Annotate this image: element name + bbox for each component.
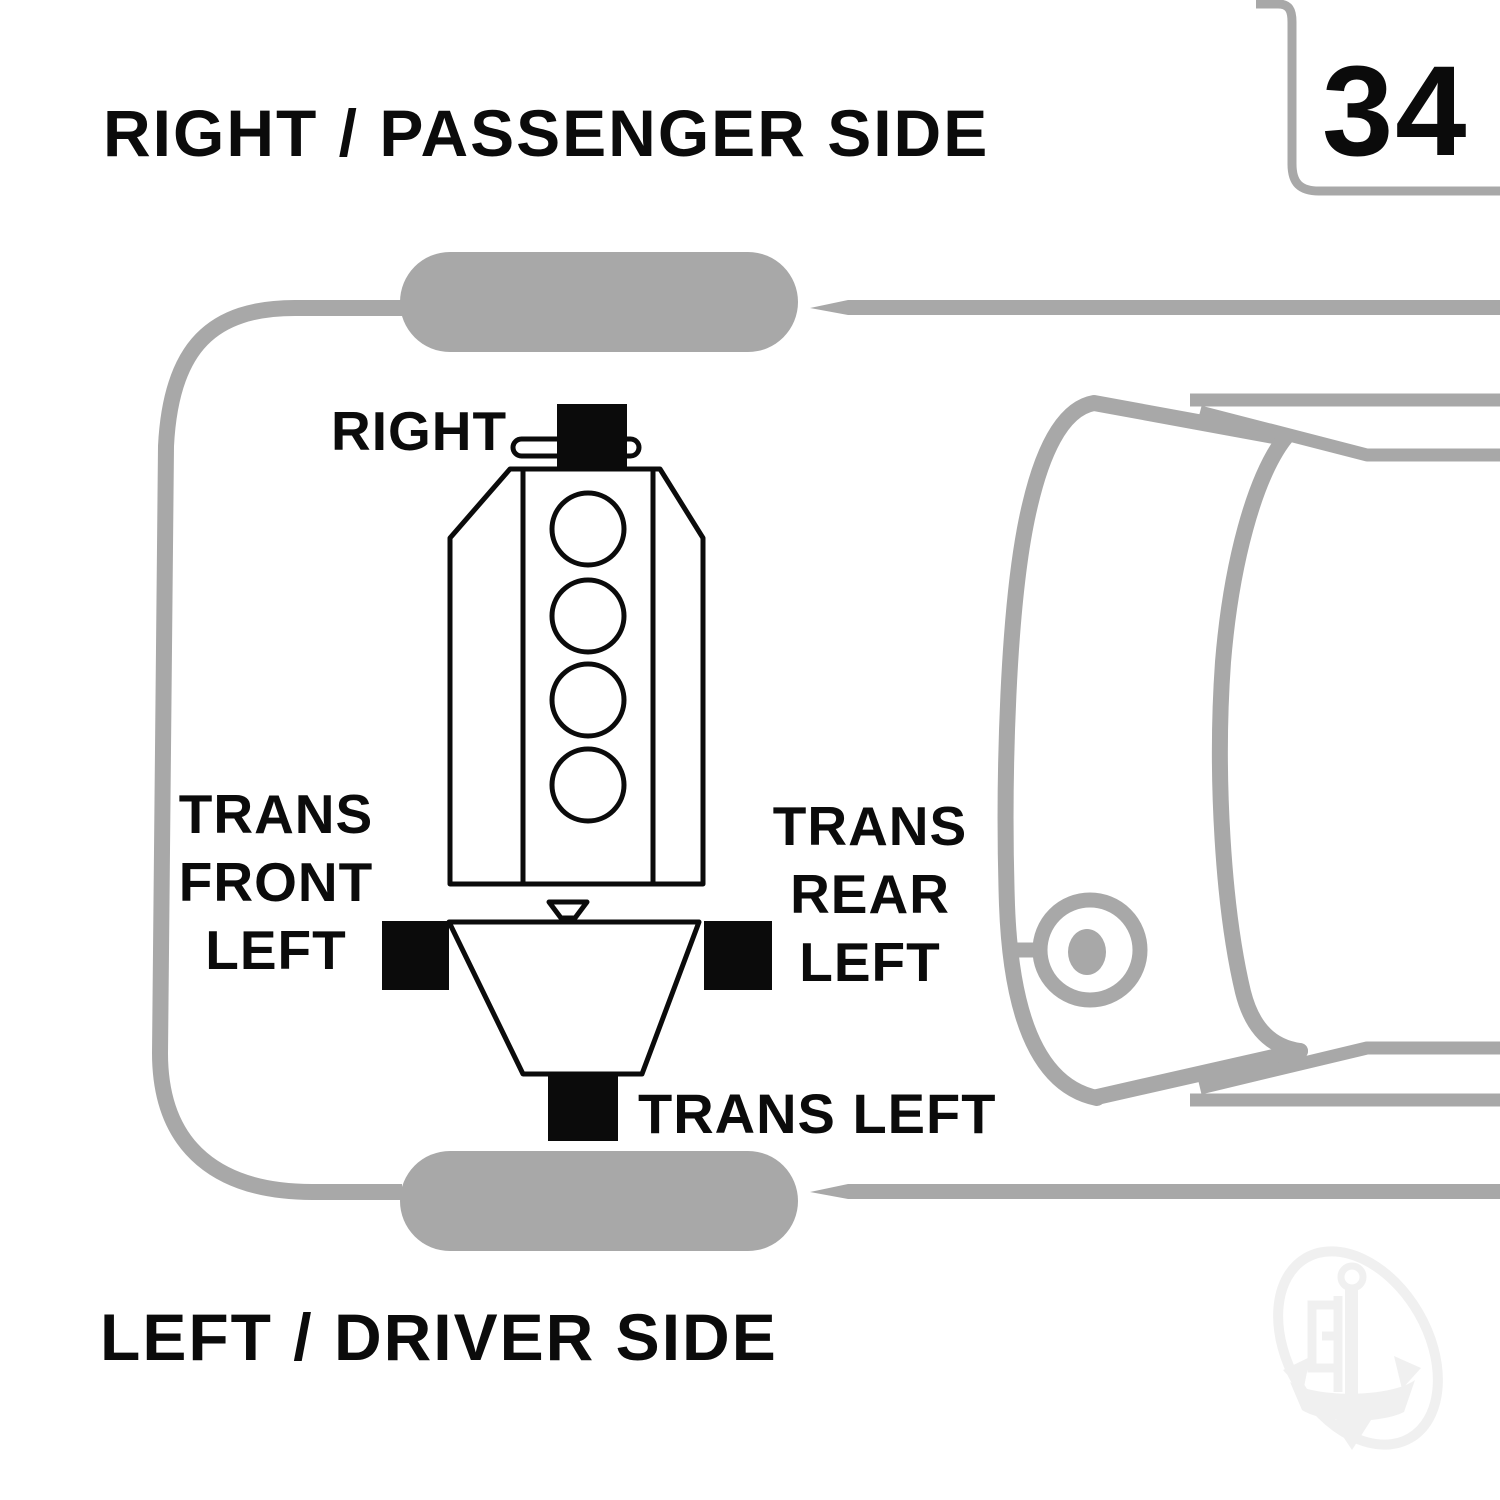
mount-label-right: RIGHT — [331, 400, 508, 462]
cylinder-4 — [549, 746, 627, 824]
car-outline — [151, 252, 1500, 1251]
transmission-outline — [446, 919, 702, 1077]
steering-wheel-icon — [1032, 892, 1148, 1008]
mount-label-line: FRONT — [178, 851, 374, 913]
mount-label-trans-rear-left: TRANS REAR LEFT — [750, 792, 990, 996]
mount-marker-trans-front-left — [382, 921, 449, 990]
car-windshield-right-edge — [1211, 430, 1308, 1059]
car-roof-line-top-2 — [1198, 405, 1500, 462]
mount-label-trans-front-left: TRANS FRONT LEFT — [156, 780, 396, 984]
mount-label-line: LEFT — [205, 919, 347, 981]
engine-assembly — [382, 404, 772, 1141]
steering-wheel-hub — [1068, 929, 1106, 975]
car-front-bumper — [151, 300, 402, 1200]
mount-marker-trans-left — [548, 1074, 618, 1141]
car-wheel-left-side — [400, 1151, 798, 1251]
side-label-right-passenger: RIGHT / PASSENGER SIDE — [103, 96, 990, 170]
mount-label-line: REAR — [790, 863, 950, 925]
car-roof-line-bottom-2 — [1198, 1041, 1500, 1095]
mount-label-line: TRANS — [178, 783, 374, 845]
page-number-box-border — [1256, 0, 1500, 196]
car-windshield-bottom-edge — [1089, 1043, 1308, 1105]
car-windshield-left-edge — [997, 395, 1293, 1106]
mount-label-trans-left: TRANS LEFT — [638, 1082, 997, 1145]
mount-label-line: LEFT — [799, 931, 941, 993]
cylinder-2 — [549, 577, 627, 655]
cylinder-1 — [549, 490, 627, 568]
page-number: 34 — [1322, 40, 1469, 183]
mount-label-line: TRANS — [772, 795, 968, 857]
car-body-line-top — [810, 300, 1500, 315]
car-wheel-right-side — [400, 252, 798, 352]
mount-marker-trans-rear-left — [704, 921, 772, 990]
engine-block-inner-lines — [520, 470, 656, 883]
brand-watermark-anchor-icon — [1273, 1246, 1443, 1450]
mount-marker-right — [557, 404, 627, 470]
cylinder-3 — [549, 661, 627, 739]
engine-trans-coupler — [546, 899, 590, 921]
side-label-left-driver: LEFT / DRIVER SIDE — [100, 1300, 778, 1374]
car-body-line-bottom — [810, 1184, 1500, 1199]
